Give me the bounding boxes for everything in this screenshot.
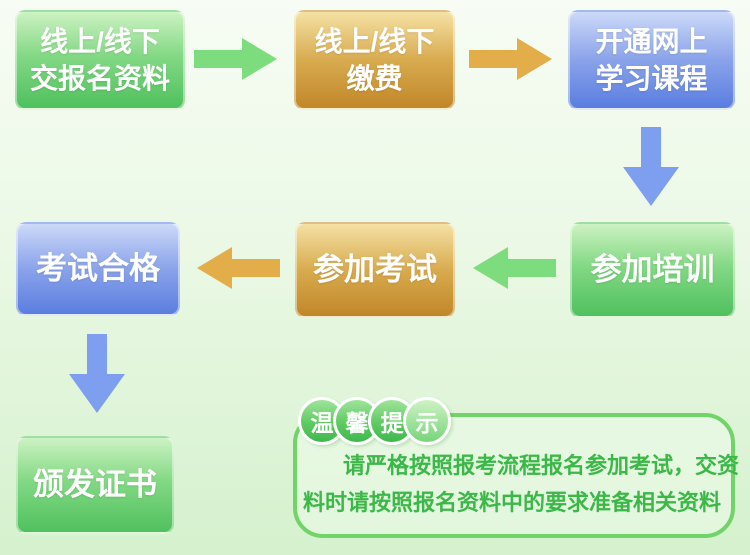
step-label-line: 考试合格 (36, 251, 160, 286)
flow-step-open-online-courses: 开通网上 学习课程 (568, 10, 735, 110)
flow-step-pay-fee: 线上/线下 缴费 (294, 10, 455, 110)
flow-step-take-exam: 参加考试 (295, 222, 455, 318)
tips-badge-char: 馨 (345, 410, 369, 436)
tips-text-line: 料时请按照报名资料中的要求准备相关资料 (303, 490, 722, 515)
tips-text: 请严格按照报考流程报名参加考试，交资 料时请按照报名资料中的要求准备相关资料 (303, 447, 740, 521)
arrow-down-icon-2 (69, 334, 125, 413)
tips-text-line: 请严格按照报考流程报名参加考试，交资 (343, 453, 740, 478)
step-label-line: 参加培训 (590, 252, 715, 287)
step-label-line: 缴费 (346, 63, 403, 94)
flow-step-issue-certificate: 颁发证书 (16, 436, 174, 534)
tips-badge-char: 提 (380, 410, 404, 436)
flow-step-submit-materials: 线上/线下 交报名资料 (15, 10, 185, 110)
step-label-line: 颁发证书 (33, 467, 157, 502)
tips-badge-char: 温 (310, 410, 334, 436)
step-label-line: 线上/线下 (314, 26, 435, 57)
arrow-down-icon-1 (623, 127, 679, 206)
arrow-left-icon-green (473, 247, 556, 289)
tips-badge-char: 示 (415, 410, 439, 436)
step-label-line: 线上/线下 (40, 26, 160, 57)
tips-badge-4: 示 (403, 397, 451, 445)
arrow-right-icon-green (194, 38, 277, 80)
flow-step-attend-training: 参加培训 (570, 222, 735, 318)
step-label-line: 参加考试 (313, 252, 437, 287)
step-label-line: 开通网上 (595, 26, 708, 57)
arrow-right-icon-gold (469, 38, 552, 80)
step-label-line: 交报名资料 (29, 63, 170, 94)
step-label-line: 学习课程 (595, 63, 708, 94)
arrow-left-icon-gold (197, 247, 280, 289)
flow-step-pass-exam: 考试合格 (16, 222, 180, 316)
